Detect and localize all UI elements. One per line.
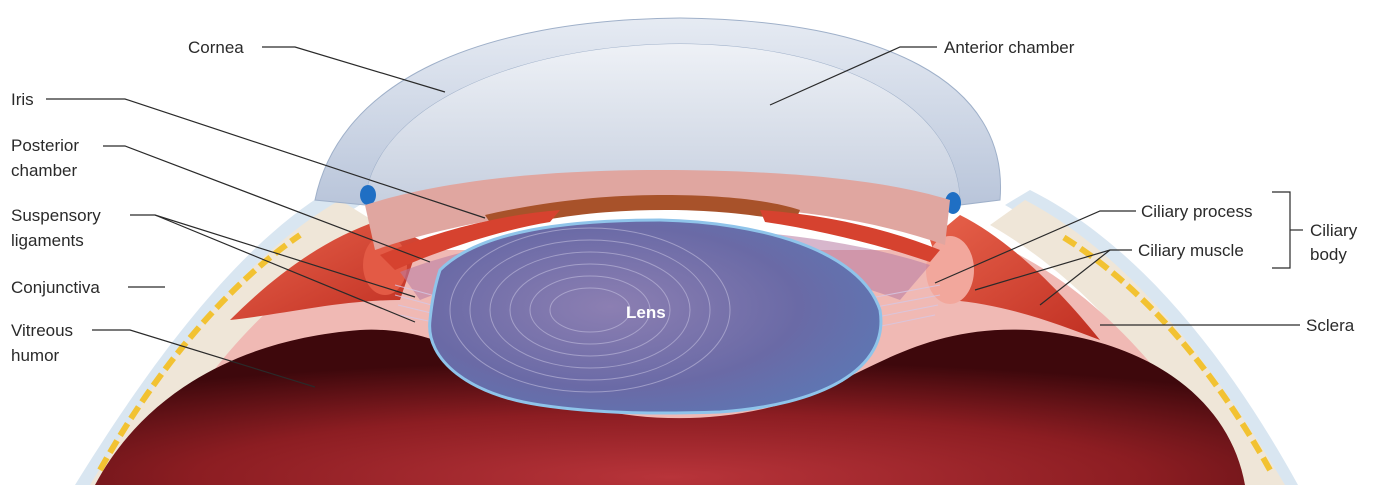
label-lens: Lens [626, 303, 666, 322]
label-ciliary-process: Ciliary process [1141, 202, 1252, 221]
ciliary-body-bracket [1272, 192, 1290, 268]
label-sclera: Sclera [1306, 316, 1355, 335]
label-iris: Iris [11, 90, 34, 109]
label-vitreous-line1: Vitreous [11, 321, 73, 340]
label-posterior-chamber-line2: chamber [11, 161, 77, 180]
label-cornea: Cornea [188, 38, 244, 57]
label-posterior-chamber-line1: Posterior [11, 136, 79, 155]
label-suspensory-line1: Suspensory [11, 206, 101, 225]
label-ciliary-muscle: Ciliary muscle [1138, 241, 1244, 260]
scleral-canal-left [360, 185, 376, 205]
label-vitreous-line2: humor [11, 346, 60, 365]
label-suspensory-line2: ligaments [11, 231, 84, 250]
label-conjunctiva: Conjunctiva [11, 278, 100, 297]
label-ciliary-body-line2: body [1310, 245, 1347, 264]
label-ciliary-body-line1: Ciliary [1310, 221, 1358, 240]
ciliary-process-right [926, 236, 974, 304]
label-anterior-chamber: Anterior chamber [944, 38, 1075, 57]
